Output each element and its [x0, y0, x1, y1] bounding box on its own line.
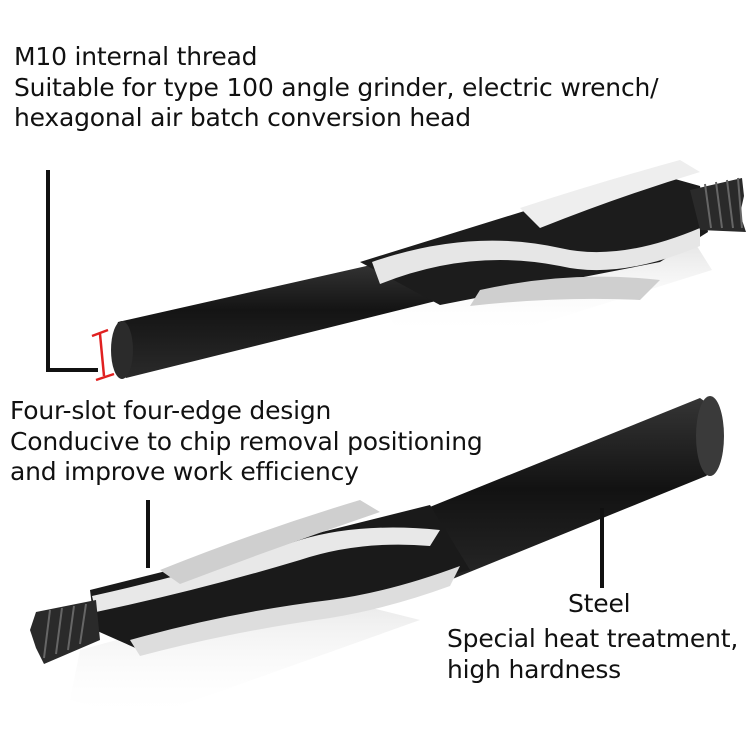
design-annotation-line-3: and improve work efficiency	[10, 457, 359, 486]
thread-annotation-line-1: M10 internal thread	[14, 42, 258, 71]
bottom-bit-spiral-edge-3	[160, 500, 380, 584]
bottom-bit-shank-end	[696, 396, 724, 476]
thread-leader-line	[46, 170, 98, 372]
thread-annotation-line-2: Suitable for type 100 angle grinder, ele…	[14, 72, 659, 102]
bottom-bit-spiral-edge-1	[92, 527, 440, 612]
top-bit-spiral-edge-2	[520, 160, 700, 228]
top-bit-spiral-edge-1	[372, 228, 700, 284]
bottom-bit-shank	[410, 398, 722, 580]
top-bit-flute-body	[360, 172, 708, 305]
material-annotation-line-3: high hardness	[447, 654, 621, 684]
material-annotation-line-1: Steel	[568, 589, 631, 618]
design-annotation: Four-slot four-edge design Conducive to …	[10, 396, 483, 488]
top-bit-spiral-edge-3	[470, 276, 660, 306]
bottom-bit-reflection	[70, 590, 420, 720]
top-bit-shank	[113, 254, 440, 378]
thread-dimension-mark	[91, 328, 115, 382]
bottom-bit-screw-threads	[43, 603, 87, 659]
material-annotation-line-2: Special heat treatment,	[447, 624, 739, 653]
material-annotation: Special heat treatment, high hardness	[447, 624, 738, 685]
thread-annotation-line-3: hexagonal air batch conversion head	[14, 103, 471, 132]
top-drill-bit	[111, 160, 746, 379]
thread-annotation: M10 internal thread Suitable for type 10…	[14, 42, 659, 134]
top-bit-screw-threads	[704, 177, 743, 229]
design-annotation-line-2: Conducive to chip removal positioning	[10, 426, 483, 456]
bottom-bit-screw-tip	[30, 600, 100, 664]
bottom-bit-spiral-edge-2	[130, 566, 460, 656]
material-annotation-title: Steel	[568, 589, 631, 620]
design-annotation-line-1: Four-slot four-edge design	[10, 396, 332, 425]
bottom-drill-bit	[30, 396, 724, 720]
top-bit-shank-end	[111, 321, 133, 379]
